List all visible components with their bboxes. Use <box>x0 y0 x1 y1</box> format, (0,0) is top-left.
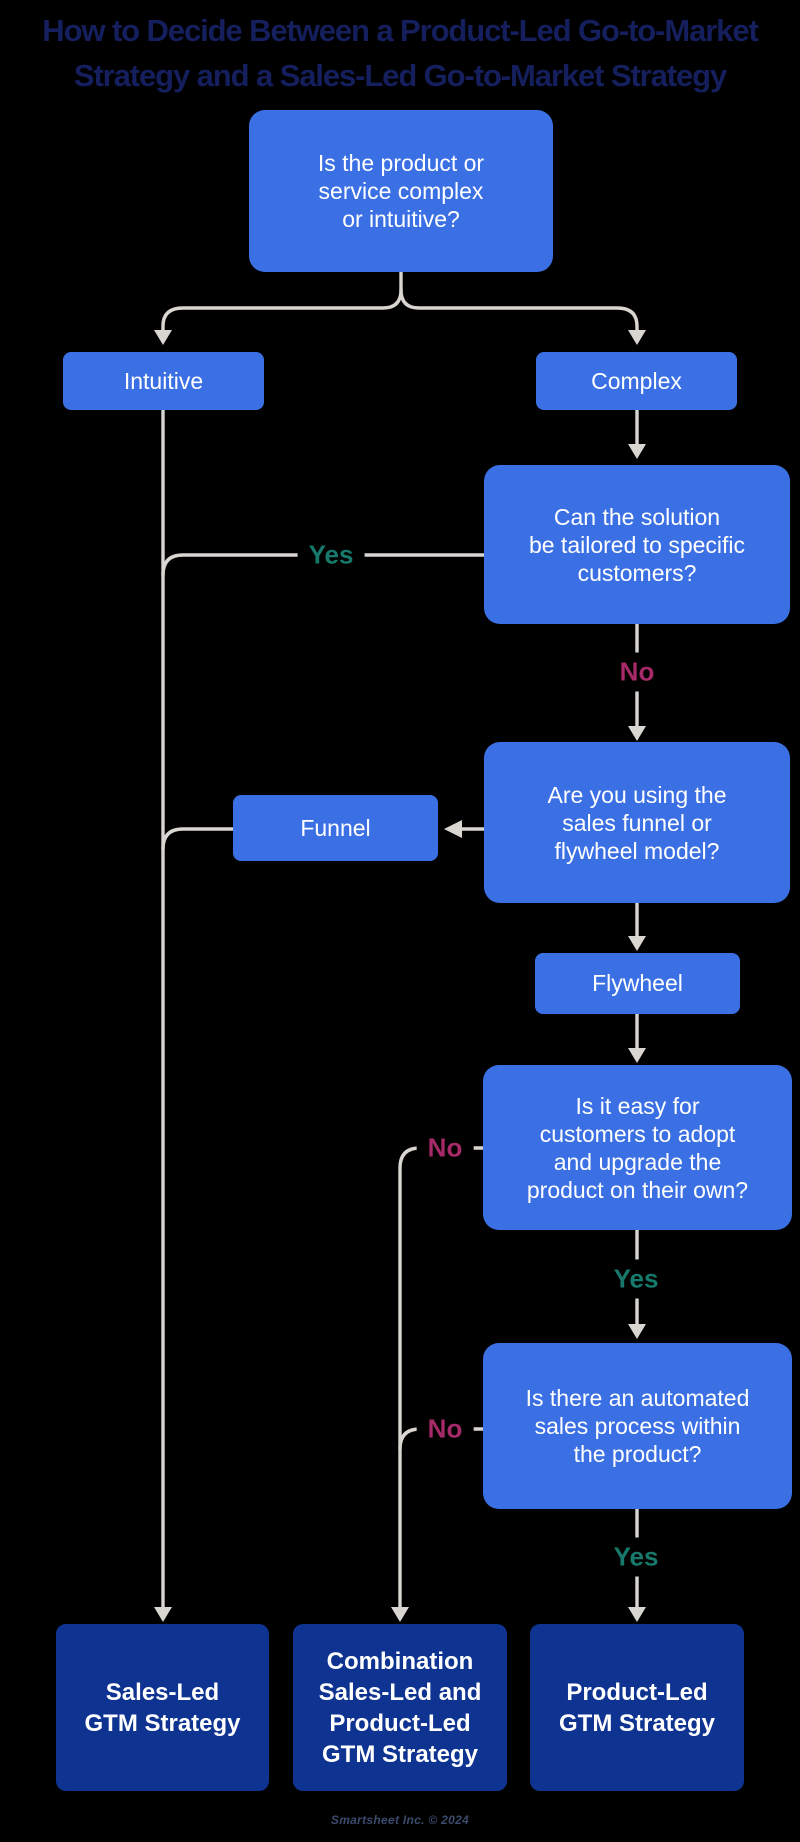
node-text-line: Product-Led <box>566 1678 708 1706</box>
node-text-line: Can the solution <box>553 503 721 530</box>
page-title: How to Decide Between a Product-Led Go-t… <box>0 8 800 98</box>
node-text-line: GTM Strategy <box>558 1709 716 1737</box>
branch-label-yes-tailored: Yes <box>297 535 365 575</box>
node-text-line: Flywheel <box>592 970 683 996</box>
outcome-node-combination: Combination Sales-Led and Product-Led GT… <box>293 1624 507 1791</box>
connector-split-right <box>399 288 639 333</box>
arrowhead-funnel <box>444 820 462 838</box>
node-text-line: customers? <box>577 559 697 586</box>
outcome-node-sales-led: Sales-Led GTM Strategy <box>56 1624 269 1791</box>
connector-funnel-trunk <box>161 827 235 851</box>
arrowhead-combination <box>391 1607 409 1622</box>
node-text-line: be tailored to specific <box>528 531 746 558</box>
node-text-line: Is there an automated <box>525 1385 750 1411</box>
node-text-line: Combination <box>326 1647 474 1675</box>
branch-label-no-automated: No <box>416 1409 474 1449</box>
decision-node-automated-sales-process: Is there an automated sales process with… <box>483 1343 792 1509</box>
connector-split-left <box>161 270 403 333</box>
node-text-line: and upgrade the <box>553 1148 722 1175</box>
node-text-line: flywheel model? <box>554 837 720 864</box>
node-text-line: Intuitive <box>123 367 204 394</box>
page-title-line2: Strategy and a Sales-Led Go-to-Market St… <box>73 58 727 93</box>
node-text-line: GTM Strategy <box>84 1709 241 1737</box>
branch-label-yes-automated: Yes <box>602 1537 670 1577</box>
decision-node-complex-or-intuitive: Is the product or service complex or int… <box>249 110 553 272</box>
node-text-line: Product-Led <box>329 1709 471 1737</box>
node-text-line: Sales-Led <box>105 1678 220 1706</box>
branch-label-no-tailored: No <box>608 652 666 692</box>
node-text-line: sales funnel or <box>562 809 712 836</box>
node-text-line: Funnel <box>300 814 371 841</box>
node-text-line: sales process within <box>534 1413 741 1439</box>
option-node-intuitive: Intuitive <box>63 352 264 410</box>
branch-label-yes-easy-adopt: Yes <box>602 1259 670 1299</box>
node-text-line: GTM Strategy <box>321 1740 479 1768</box>
decision-node-funnel-or-flywheel: Are you using the sales funnel or flywhe… <box>484 742 790 903</box>
arrowhead-q3 <box>628 726 646 741</box>
arrowhead-complex <box>628 330 646 345</box>
node-text-line: product on their own? <box>526 1176 749 1203</box>
decision-node-easy-adopt-upgrade: Is it easy for customers to adopt and up… <box>483 1065 792 1230</box>
arrowhead-flywheel <box>628 936 646 951</box>
branch-label-no-easy-adopt: No <box>416 1128 474 1168</box>
arrowhead-intuitive <box>154 330 172 345</box>
node-text-line: Sales-Led and <box>318 1678 482 1706</box>
option-node-flywheel: Flywheel <box>535 953 740 1014</box>
arrowhead-q4 <box>628 1048 646 1063</box>
decision-node-tailored-to-customers: Can the solution be tailored to specific… <box>484 465 790 624</box>
node-text-line: Is it easy for <box>575 1092 700 1119</box>
node-text-line: customers to adopt <box>539 1120 736 1147</box>
arrowhead-q2 <box>628 444 646 459</box>
option-node-funnel: Funnel <box>233 795 438 861</box>
node-text-line: Are you using the <box>547 781 727 808</box>
node-text-line: Complex <box>591 367 682 394</box>
node-text-line: Is the product or <box>317 150 485 176</box>
outcome-node-product-led: Product-Led GTM Strategy <box>530 1624 744 1791</box>
node-text-line: the product? <box>573 1441 702 1467</box>
page-title-line1: How to Decide Between a Product-Led Go-t… <box>42 13 758 48</box>
arrowhead-q5 <box>628 1324 646 1339</box>
arrowhead-sales-led <box>154 1607 172 1622</box>
connector-no-easy-adopt-trunk <box>398 1146 486 1610</box>
node-text-line: or intuitive? <box>342 206 460 232</box>
arrowhead-product-led <box>628 1607 646 1622</box>
node-text-line: service complex <box>318 178 484 204</box>
copyright-text: Smartsheet Inc. © 2024 <box>330 1813 470 1827</box>
option-node-complex: Complex <box>536 352 737 410</box>
connector-yes-tailored <box>161 553 486 577</box>
